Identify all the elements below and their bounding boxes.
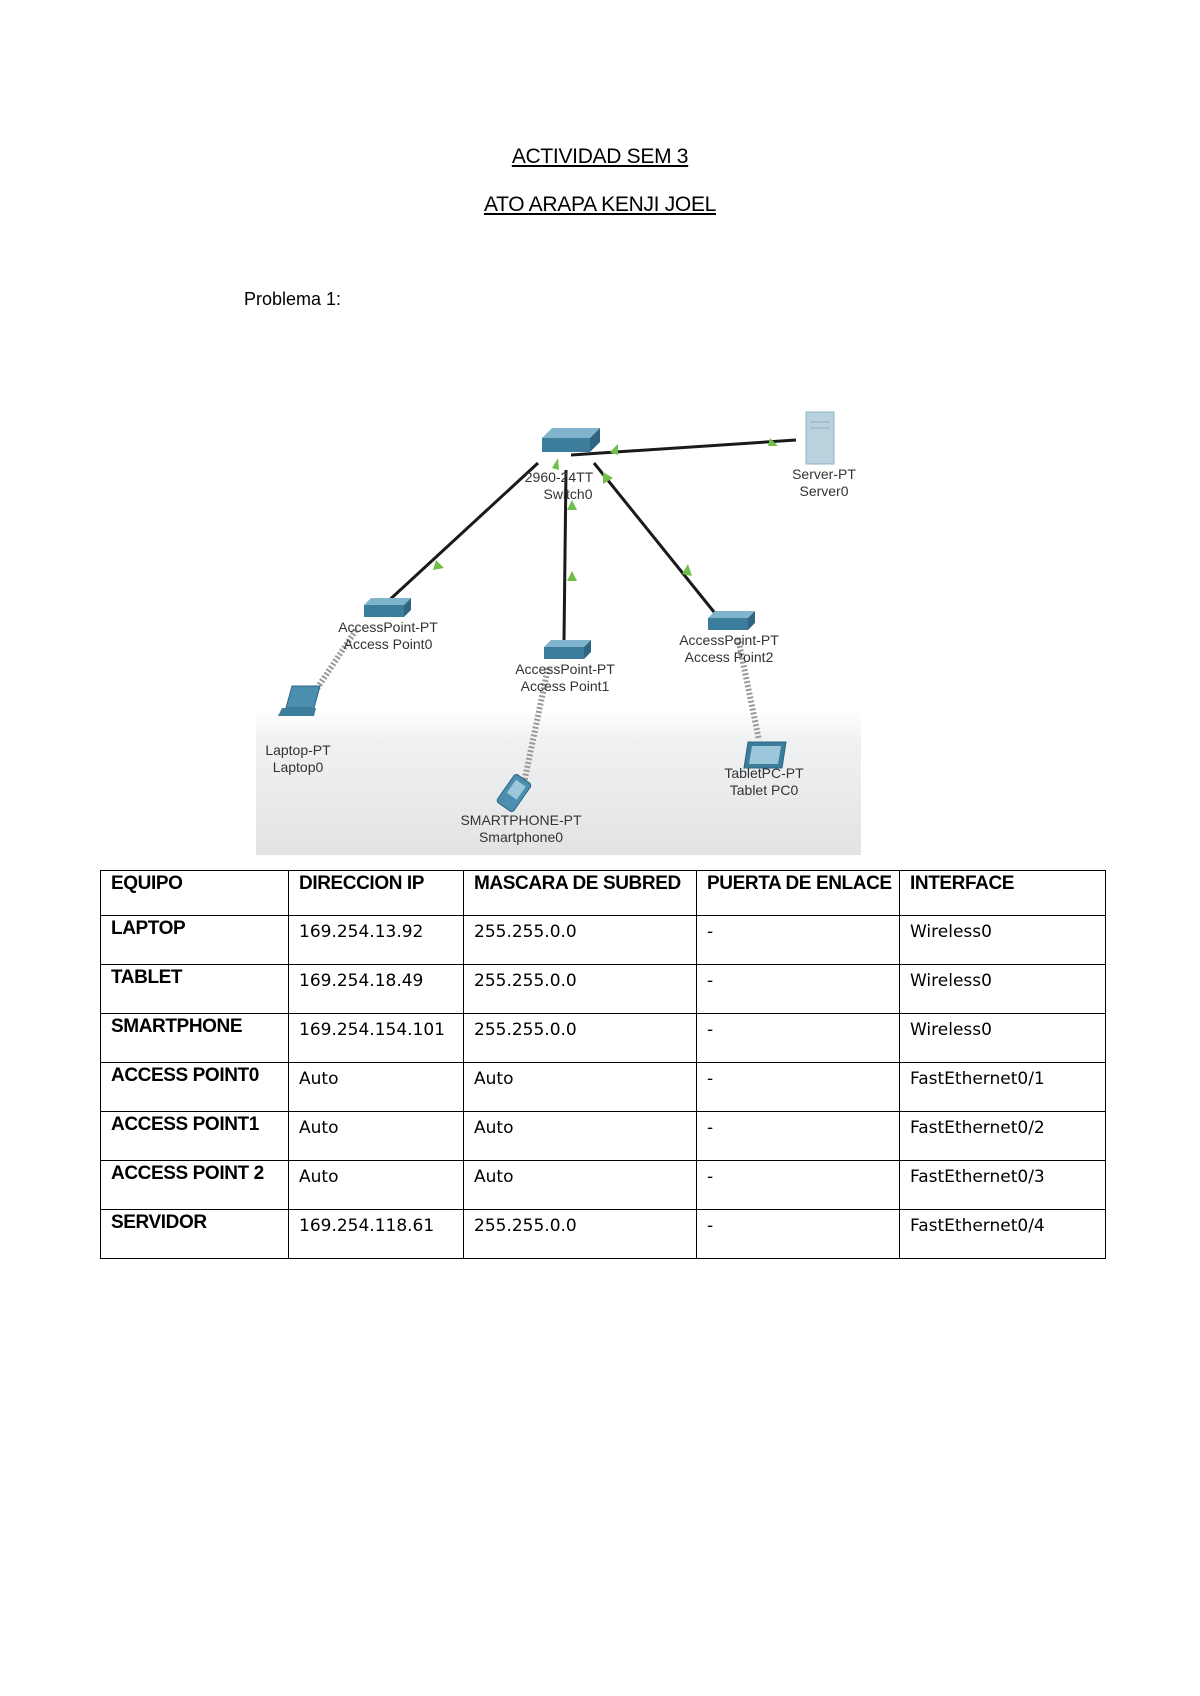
table-row: ACCESS POINT0 Auto Auto - FastEthernet0/…	[100, 1062, 1106, 1112]
cell-mask: 255.255.0.0	[463, 915, 697, 965]
table-row: ACCESS POINT1 Auto Auto - FastEthernet0/…	[100, 1111, 1106, 1161]
server-label-name: Server0	[799, 483, 848, 499]
link-switch-ap0	[382, 461, 540, 607]
header-equipo: EQUIPO	[100, 870, 289, 916]
cell-mask: Auto	[463, 1160, 697, 1210]
tablet-label-model: TabletPC-PT	[724, 765, 804, 781]
cell-gateway: -	[696, 1111, 900, 1161]
cell-interface: Wireless0	[899, 1013, 1106, 1063]
cell-ip: Auto	[288, 1062, 464, 1112]
access-point-1-icon	[544, 640, 591, 659]
cell-ip: 169.254.18.49	[288, 964, 464, 1014]
cell-equipo: LAPTOP	[100, 915, 289, 965]
smartphone-label-name: Smartphone0	[479, 829, 563, 845]
arrow-icon	[567, 500, 577, 510]
cell-equipo: TABLET	[100, 964, 289, 1014]
wireless-ap1-smartphone	[521, 667, 551, 784]
tablet-icon	[743, 741, 787, 769]
cell-mask: 255.255.0.0	[463, 964, 697, 1014]
cell-gateway: -	[696, 1013, 900, 1063]
arrow-icon	[603, 472, 613, 484]
arrow-icon	[552, 458, 559, 470]
ap1-label-model: AccessPoint-PT	[515, 661, 615, 677]
switch-label-name: Switch0	[543, 486, 592, 502]
link-switch-ap1	[562, 469, 568, 641]
document-title: ACTIVIDAD SEM 3	[511, 145, 689, 168]
cell-ip: Auto	[288, 1160, 464, 1210]
cell-interface: FastEthernet0/1	[899, 1062, 1106, 1112]
access-point-0-icon	[364, 598, 411, 617]
ap0-label-name: Access Point0	[344, 636, 433, 652]
ap2-label-model: AccessPoint-PT	[679, 632, 779, 648]
laptop-label-model: Laptop-PT	[265, 742, 331, 758]
arrow-icon	[433, 560, 444, 570]
cell-gateway: -	[696, 964, 900, 1014]
cell-ip: Auto	[288, 1111, 464, 1161]
table-row: SMARTPHONE 169.254.154.101 255.255.0.0 -…	[100, 1013, 1106, 1063]
arrow-icon	[768, 438, 778, 446]
arrow-icon	[610, 444, 618, 455]
header-mascara: MASCARA DE SUBRED	[463, 870, 697, 916]
wireless-ap2-tablet	[735, 637, 762, 741]
cell-ip: 169.254.13.92	[288, 915, 464, 965]
cell-interface: FastEthernet0/3	[899, 1160, 1106, 1210]
ap2-label-name: Access Point2	[685, 649, 774, 665]
cell-interface: FastEthernet0/2	[899, 1111, 1106, 1161]
link-switch-server	[570, 438, 797, 457]
cell-ip: 169.254.118.61	[288, 1209, 464, 1259]
cell-mask: 255.255.0.0	[463, 1209, 697, 1259]
switch-label-model: 2960-24TT	[525, 469, 594, 485]
cell-gateway: -	[696, 915, 900, 965]
wired-links	[382, 438, 797, 641]
cell-equipo: ACCESS POINT 2	[100, 1160, 289, 1210]
smartphone-icon	[496, 774, 532, 812]
laptop-label-name: Laptop0	[273, 759, 324, 775]
server-label-model: Server-PT	[792, 466, 856, 482]
cell-mask: Auto	[463, 1111, 697, 1161]
ap1-label-name: Access Point1	[521, 678, 610, 694]
switch-icon	[542, 428, 600, 452]
table-header-row: EQUIPO DIRECCION IP MASCARA DE SUBRED PU…	[100, 870, 1106, 916]
header-direccion-ip: DIRECCION IP	[288, 870, 464, 916]
cell-gateway: -	[696, 1209, 900, 1259]
header-puerta-enlace: PUERTA DE ENLACE	[696, 870, 900, 916]
link-switch-ap2	[592, 462, 716, 613]
smartphone-label-model: SMARTPHONE-PT	[460, 812, 582, 828]
header-interface: INTERFACE	[899, 870, 1106, 916]
table-row: TABLET 169.254.18.49 255.255.0.0 - Wirel…	[100, 964, 1106, 1014]
cell-equipo: ACCESS POINT1	[100, 1111, 289, 1161]
table-row: SERVIDOR 169.254.118.61 255.255.0.0 - Fa…	[100, 1209, 1106, 1259]
table-row: ACCESS POINT 2 Auto Auto - FastEthernet0…	[100, 1160, 1106, 1210]
tablet-label-name: Tablet PC0	[730, 782, 799, 798]
cell-interface: FastEthernet0/4	[899, 1209, 1106, 1259]
cell-interface: Wireless0	[899, 964, 1106, 1014]
cell-equipo: SERVIDOR	[100, 1209, 289, 1259]
laptop-icon	[278, 685, 321, 716]
wireless-links	[303, 628, 762, 784]
table-row: LAPTOP 169.254.13.92 255.255.0.0 - Wirel…	[100, 915, 1106, 965]
network-diagram: 2960-24TT Switch0 Server-PT Server0 Acce…	[256, 400, 861, 855]
cell-equipo: ACCESS POINT0	[100, 1062, 289, 1112]
cell-interface: Wireless0	[899, 915, 1106, 965]
cell-ip: 169.254.154.101	[288, 1013, 464, 1063]
problem-label: Problema 1:	[244, 289, 342, 309]
cell-mask: 255.255.0.0	[463, 1013, 697, 1063]
server-icon	[805, 411, 835, 465]
cell-gateway: -	[696, 1160, 900, 1210]
ip-addressing-table: EQUIPO DIRECCION IP MASCARA DE SUBRED PU…	[100, 870, 1106, 1259]
wireless-ap0-laptop	[303, 628, 359, 707]
cell-equipo: SMARTPHONE	[100, 1013, 289, 1063]
access-point-2-icon	[708, 611, 755, 630]
arrow-icon	[682, 564, 692, 576]
cell-mask: Auto	[463, 1062, 697, 1112]
arrow-icon	[567, 571, 577, 581]
ap0-label-model: AccessPoint-PT	[338, 619, 438, 635]
link-status-arrows	[433, 438, 778, 581]
cell-gateway: -	[696, 1062, 900, 1112]
document-author: ATO ARAPA KENJI JOEL	[483, 193, 717, 216]
